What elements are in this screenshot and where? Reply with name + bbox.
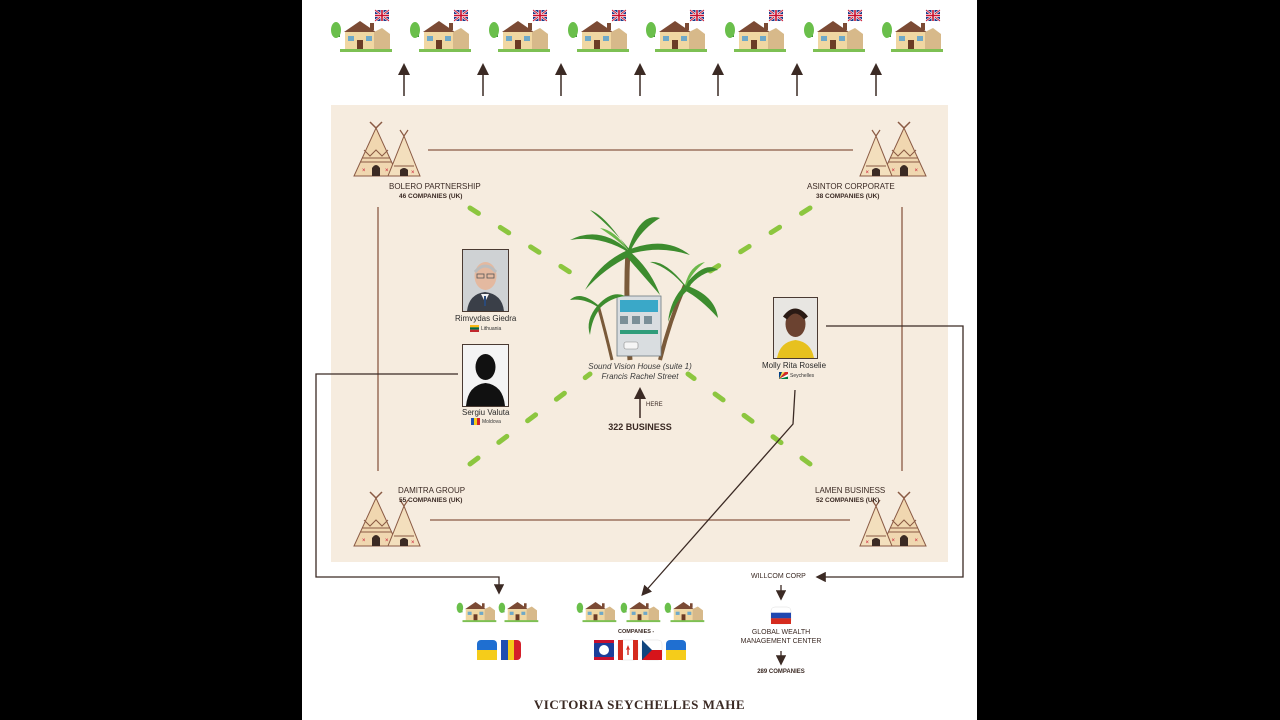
- business-count-label: 322 BUSINESS: [608, 422, 672, 432]
- gwmc-count: 289 COMPANIES: [757, 669, 805, 675]
- gwmc-line1: GLOBAL WEALTH: [751, 629, 811, 636]
- gwmc-line2: MANAGEMENT CENTER: [740, 638, 822, 645]
- corner-top-left-count: 46 COMPANIES (UK): [399, 193, 463, 200]
- corner-top-left-name: BOLERO PARTNERSHIP: [389, 182, 481, 191]
- willcom-corp-label: WILLCOM CORP: [751, 573, 806, 580]
- corner-bottom-left-name: DAMITRA GROUP: [398, 486, 466, 495]
- seychelles-flag-icon: [779, 372, 788, 379]
- here-label: HERE: [646, 402, 663, 408]
- corner-bottom-left-count: 55 COMPANIES (UK): [399, 497, 463, 504]
- corner-top-right-name: ASINTOR CORPORATE: [807, 182, 895, 191]
- moldova-flag-icon: [471, 418, 480, 425]
- corner-top-right-count: 38 COMPANIES (UK): [816, 193, 880, 200]
- center-address-line2: Francis Rachel Street: [601, 372, 679, 381]
- person-name-molly: Molly Rita Roselie: [762, 361, 827, 370]
- person-name-sergiu: Sergiu Valuta: [462, 408, 510, 417]
- page-title: VICTORIA SEYCHELLES MAHE: [533, 697, 746, 712]
- person-photo-sergiu: [462, 344, 509, 407]
- corner-bottom-right-count: 52 COMPANIES (UK): [816, 497, 880, 504]
- lithuania-flag-icon: [470, 325, 479, 332]
- person-country-sergiu: Moldova: [471, 418, 501, 425]
- person-country-molly: Seychelles: [779, 372, 814, 379]
- person-photo-rimvydas: [462, 249, 509, 312]
- companies-label: COMPANIES -: [618, 629, 655, 635]
- center-address-line1: Sound Vision House (suite 1): [588, 362, 692, 371]
- person-photo-molly: [773, 297, 818, 359]
- person-name-rimvydas: Rimvydas Giedra: [455, 314, 517, 323]
- corner-bottom-right-name: LAMEN BUSINESS: [815, 486, 886, 495]
- person-country-rimvydas: Lithuania: [470, 325, 501, 332]
